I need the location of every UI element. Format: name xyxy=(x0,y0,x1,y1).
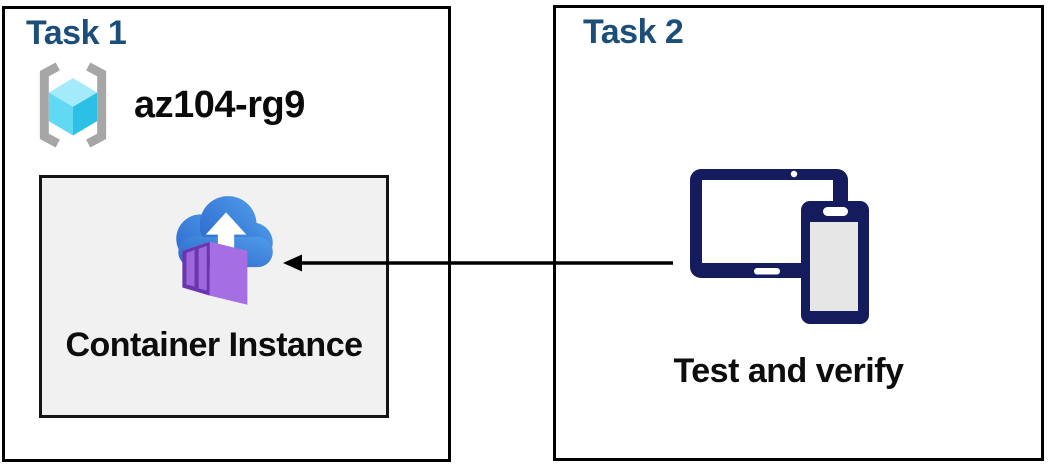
devices-icon xyxy=(690,169,869,324)
tablet-home-button xyxy=(754,268,780,275)
resource-group-icon xyxy=(39,62,107,148)
phone-icon xyxy=(801,201,869,324)
test-verify-caption: Test and verify xyxy=(673,352,904,390)
task1-title: Task 1 xyxy=(26,14,127,52)
container-instance-box: Container Instance xyxy=(39,175,389,418)
task1-panel: Task 1 az104-rg9 xyxy=(2,6,451,462)
container-instance-label: Container Instance xyxy=(65,326,363,364)
resource-group-name: az104-rg9 xyxy=(134,83,305,126)
task2-title: Task 2 xyxy=(583,13,684,51)
container-shape xyxy=(182,241,248,305)
resource-group-row: az104-rg9 xyxy=(30,59,305,151)
task2-panel: Task 2 Test and verify xyxy=(553,5,1044,461)
container-instance-icon xyxy=(176,196,273,305)
tablet-camera-dot xyxy=(790,170,798,178)
upload-arrow-icon xyxy=(205,212,247,262)
phone-speaker-slot xyxy=(823,207,848,216)
